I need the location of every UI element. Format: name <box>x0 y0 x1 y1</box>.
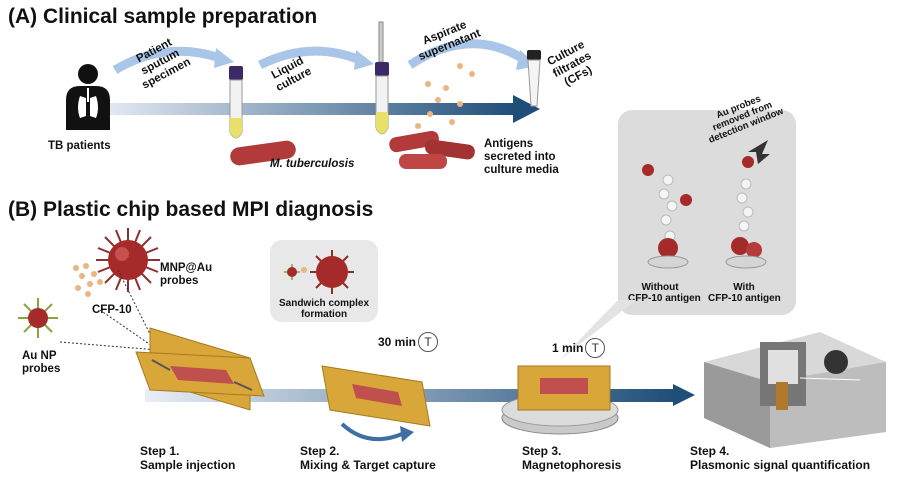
magnet-chip-step3-icon <box>501 365 619 435</box>
magnetophoresis-inset <box>618 110 796 315</box>
mtb-label: M. tuberculosis <box>270 158 355 170</box>
bacteria-cluster-icon <box>389 130 475 169</box>
plasmonic-reader-icon <box>704 332 886 448</box>
chip-step1-icon <box>135 327 265 411</box>
leader-lines <box>59 269 159 351</box>
curved-arrows <box>112 39 538 74</box>
antigens-label: Antigens secreted into culture media <box>484 138 559 176</box>
step2-label: Step 2. Mixing & Target capture <box>300 444 436 472</box>
culture-tube-icon <box>375 21 389 135</box>
filtrate-tube-icon <box>527 50 541 107</box>
magnet-pillars-icon <box>642 156 767 269</box>
chip-step2-icon <box>321 365 431 442</box>
cfp10-dots <box>73 263 103 297</box>
flow-arrow-a <box>95 95 540 123</box>
mnp-au-probe-icon <box>96 228 160 292</box>
with-antigen-label: With CFP-10 antigen <box>708 282 781 304</box>
tb-patients-label: TB patients <box>48 140 111 152</box>
section-a-title: (A) Clinical sample preparation <box>8 5 318 28</box>
timer-icon-2: T <box>585 338 606 358</box>
step1-label: Step 1. Sample injection <box>140 444 236 472</box>
au-np-probe-icon <box>18 298 58 338</box>
cfp10-label: CFP-10 <box>92 304 132 316</box>
sandwich-label: Sandwich complex formation <box>278 298 370 320</box>
culture-filtrates-label: Culture filtrates (CFs) <box>545 38 595 89</box>
tb-patient-icon <box>66 64 110 130</box>
antigen-dots-a <box>415 63 475 129</box>
mnp-au-label: MNP@Au probes <box>160 262 213 287</box>
step3-label: Step 3. Magnetophoresis <box>522 444 622 472</box>
section-b-title: (B) Plastic chip based MPI diagnosis <box>8 198 374 221</box>
specimen-tube-icon <box>229 66 243 139</box>
mtb-bacterium-icon <box>230 140 296 166</box>
arrow-down-icon <box>748 140 770 164</box>
step4-label: Step 4. Plasmonic signal quantification <box>690 444 871 472</box>
callout-lines <box>560 300 636 360</box>
without-antigen-label: Without CFP-10 antigen <box>628 282 701 304</box>
au-np-label: Au NP probes <box>22 350 61 375</box>
sandwich-complex-icon <box>284 250 354 294</box>
timer-icon: T <box>418 332 439 352</box>
